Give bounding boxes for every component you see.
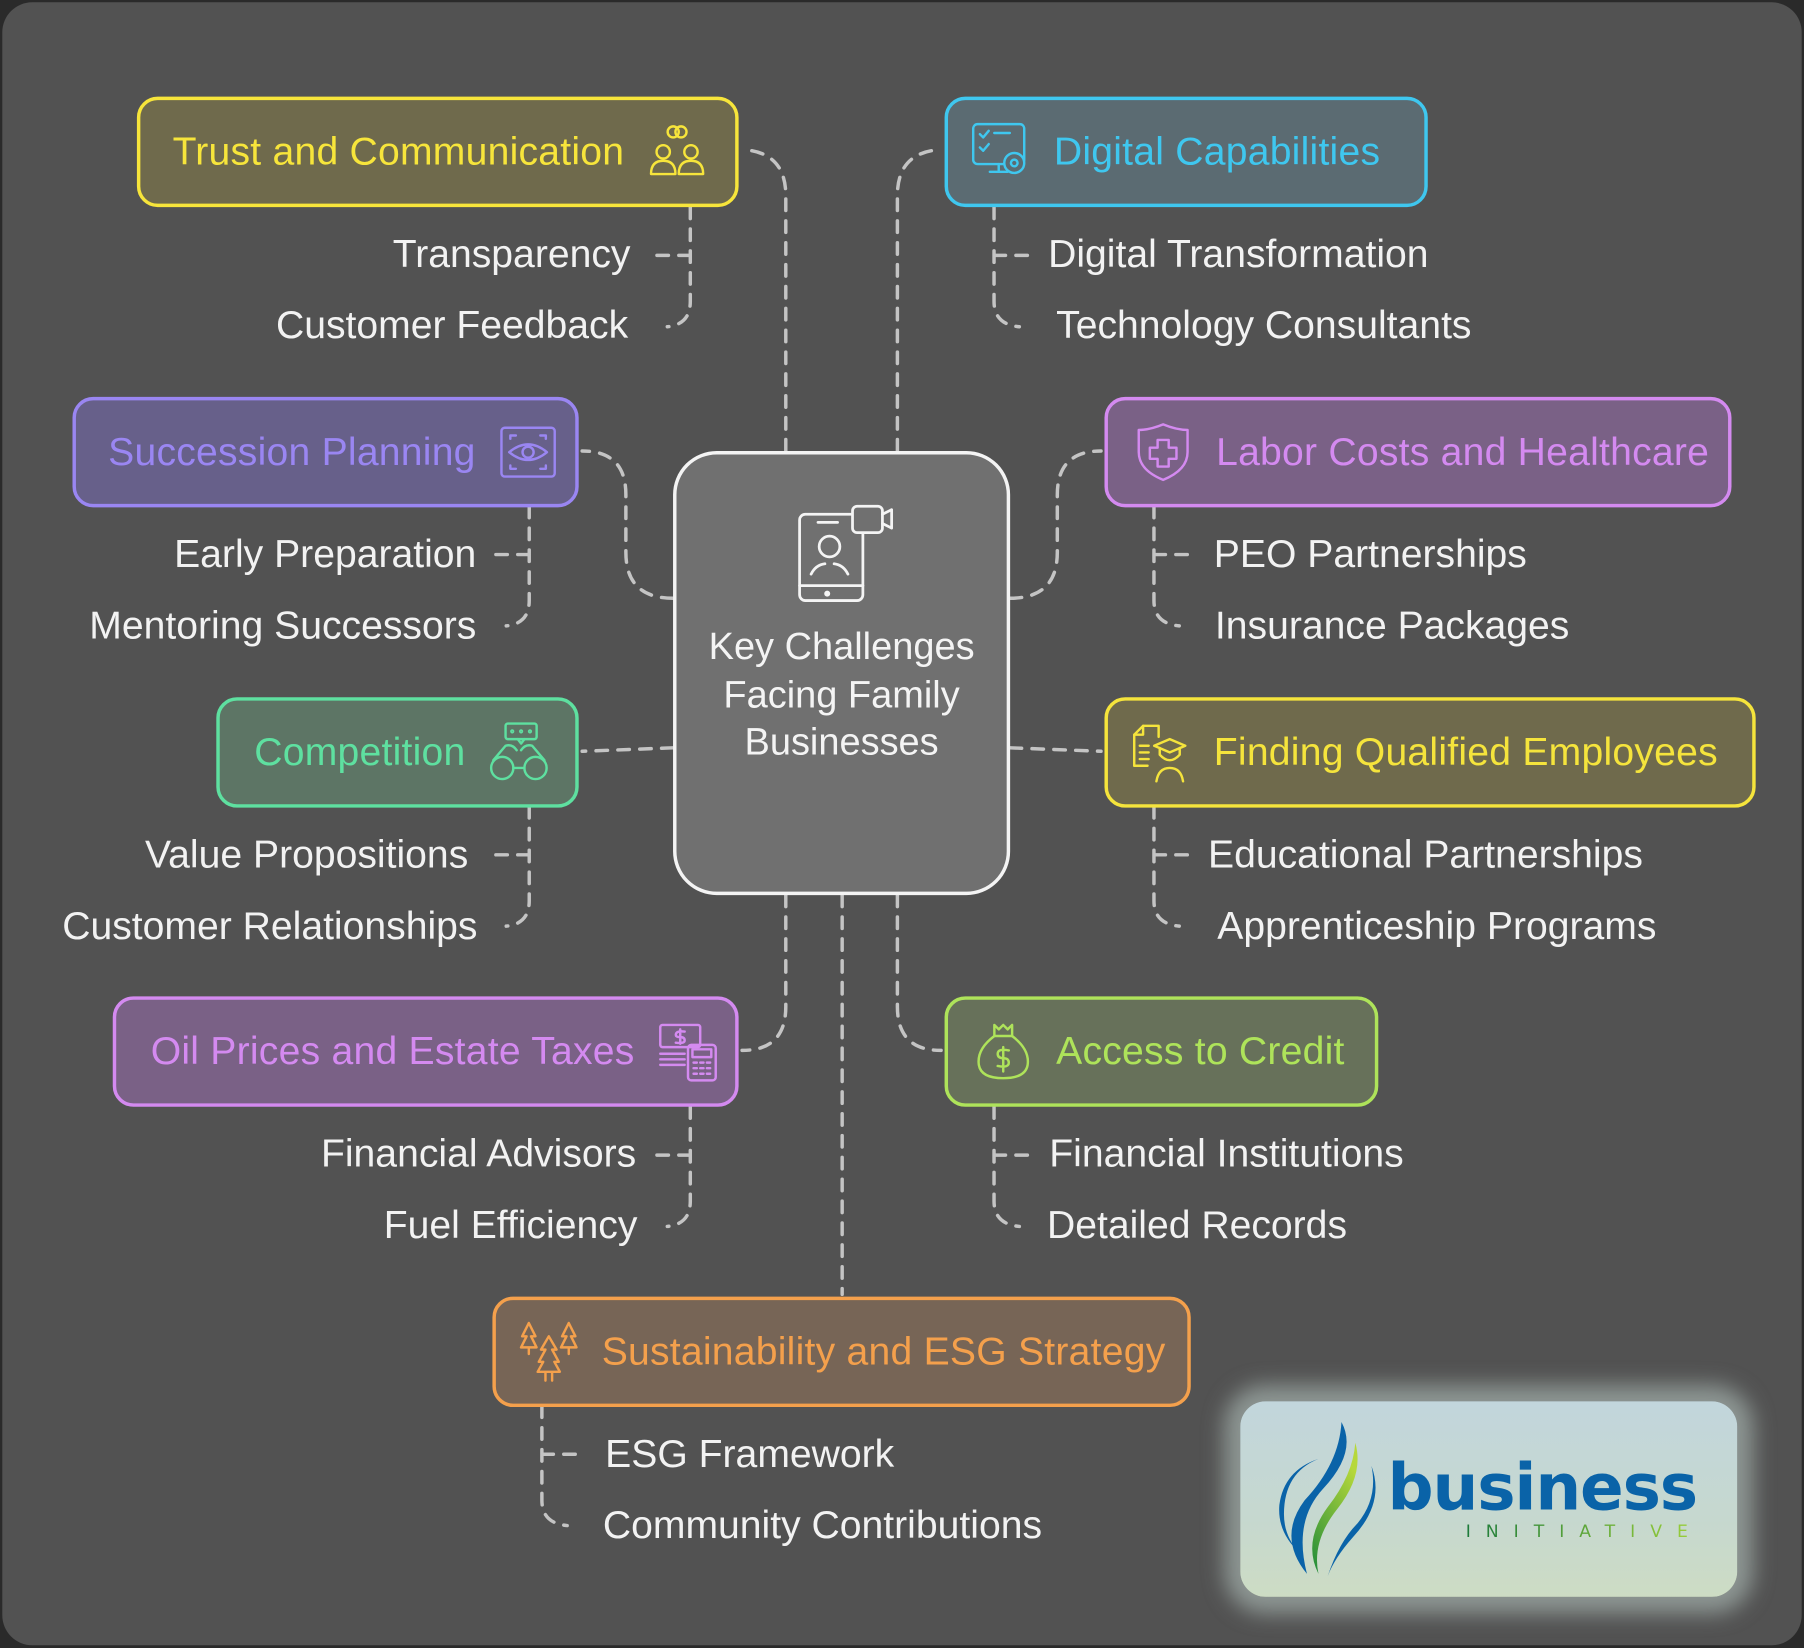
connector-employees: [1008, 746, 1103, 754]
smartphone-video-call-icon: [790, 500, 894, 604]
central-topic-title: Key Challenges Facing Family Businesses: [708, 624, 975, 763]
branch-credit: [992, 1105, 1031, 1229]
subtopic-financial-advisors: Financial Advisors: [320, 1132, 637, 1176]
branch-employees: [1152, 804, 1191, 928]
logo-wordmark: business: [1387, 1450, 1699, 1526]
connector-competition: [580, 746, 675, 754]
topic-trust-and-communication[interactable]: Trust and Communication: [136, 96, 739, 208]
topic-label: Finding Qualified Employees: [1213, 730, 1718, 775]
connector-succession: [580, 449, 675, 600]
connector-digital: [895, 147, 943, 453]
topic-access-to-credit[interactable]: Access to Credit: [944, 996, 1379, 1107]
subtopic-peo-partnerships: PEO Partnerships: [1213, 532, 1527, 577]
subtopic-detailed-records: Detailed Records: [1046, 1203, 1348, 1248]
connector-credit: [895, 893, 943, 1053]
connector-trust: [740, 147, 788, 453]
topic-label: Digital Capabilities: [1053, 130, 1381, 174]
branch-esg: [540, 1404, 579, 1528]
money-bag-dollar-icon: [971, 1019, 1035, 1083]
topic-oil-prices-and-estate-taxes[interactable]: Oil Prices and Estate Taxes: [112, 996, 739, 1107]
topic-succession-planning[interactable]: Succession Planning: [72, 396, 579, 508]
topic-label: Sustainability and ESG Strategy: [601, 1329, 1166, 1374]
topic-label: Oil Prices and Estate Taxes: [150, 1029, 635, 1074]
subtopic-fuel-efficiency: Fuel Efficiency: [383, 1203, 638, 1248]
people-handshake-icon: [645, 120, 709, 184]
branch-digital: [992, 205, 1031, 329]
subtopic-esg-framework: ESG Framework: [605, 1432, 895, 1477]
subtopic-transparency: Transparency: [392, 232, 631, 277]
branch-succession: [492, 504, 531, 628]
subtopic-apprenticeship-programs: Apprenticeship Programs: [1217, 904, 1657, 949]
subtopic-educational-partnerships: Educational Partnerships: [1208, 832, 1643, 877]
subtopic-customer-feedback: Customer Feedback: [275, 303, 629, 348]
topic-label: Succession Planning: [108, 430, 476, 475]
subtopic-early-preparation: Early Preparation: [174, 532, 477, 577]
branch-oil: [654, 1105, 693, 1229]
topic-sustainability-and-esg-strategy[interactable]: Sustainability and ESG Strategy: [492, 1296, 1191, 1408]
pine-trees-icon: [517, 1320, 581, 1384]
branch-trust: [654, 205, 693, 329]
topic-finding-qualified-employees[interactable]: Finding Qualified Employees: [1104, 697, 1756, 808]
subtopic-mentoring-successors: Mentoring Successors: [89, 604, 477, 648]
shield-medical-cross-icon: [1131, 420, 1195, 484]
subtopic-customer-relationships: Customer Relationships: [62, 904, 478, 949]
money-calculator-icon: [655, 1019, 719, 1083]
topic-competition[interactable]: Competition: [216, 697, 579, 808]
topic-label: Access to Credit: [1056, 1029, 1345, 1074]
connector-oil: [740, 893, 788, 1053]
eye-scan-icon: [496, 420, 560, 484]
central-topic[interactable]: Key Challenges Facing Family Businesses: [673, 450, 1011, 896]
branch-competition: [492, 804, 531, 928]
subtopic-community-contributions: Community Contributions: [602, 1503, 1043, 1548]
monitor-checklist-gear-icon: [969, 120, 1033, 184]
subtopic-insurance-packages: Insurance Packages: [1214, 604, 1570, 648]
branch-labor: [1152, 504, 1191, 628]
topic-label: Trust and Communication: [172, 130, 625, 174]
subtopic-value-propositions: Value Propositions: [144, 832, 469, 877]
subtopic-technology-consultants: Technology Consultants: [1056, 303, 1472, 348]
topic-digital-capabilities[interactable]: Digital Capabilities: [944, 96, 1428, 208]
business-initiative-logo: business INITIATIVE: [1240, 1401, 1738, 1597]
connector-labor: [1008, 449, 1103, 600]
topic-label: Competition: [254, 730, 466, 775]
subtopic-financial-institutions: Financial Institutions: [1049, 1132, 1404, 1176]
binoculars-chat-icon: [486, 720, 550, 784]
subtopic-digital-transformation: Digital Transformation: [1048, 232, 1429, 277]
logo-tagline: INITIATIVE: [1465, 1520, 1703, 1542]
swoosh-globe-icon: [1279, 1422, 1376, 1577]
topic-labor-costs-and-healthcare[interactable]: Labor Costs and Healthcare: [1104, 396, 1732, 508]
resume-graduate-icon: [1129, 720, 1193, 784]
topic-label: Labor Costs and Healthcare: [1216, 430, 1710, 475]
